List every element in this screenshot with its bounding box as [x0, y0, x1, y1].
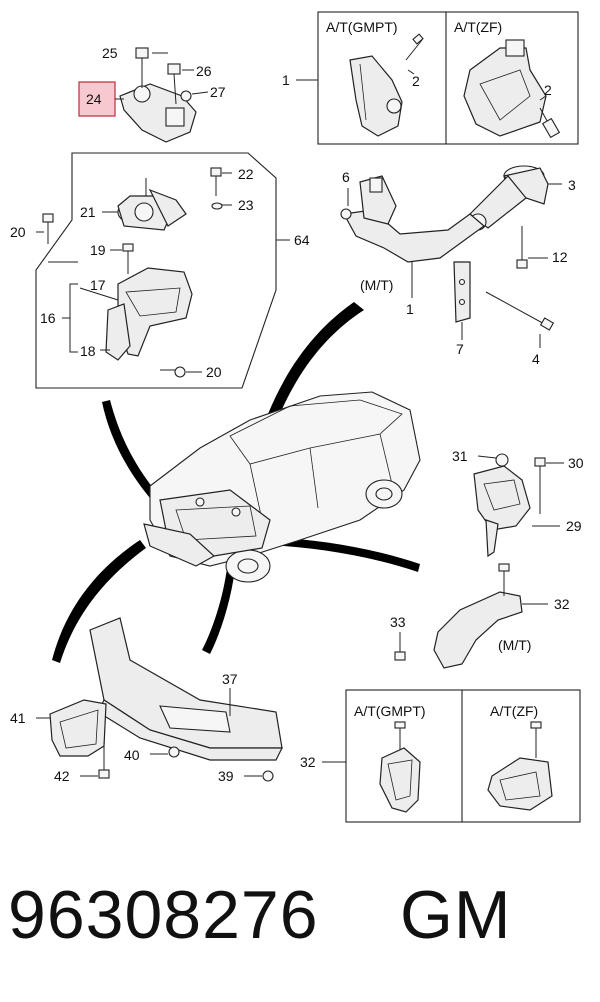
callout-30: 30	[568, 455, 584, 471]
callout-20-left: 20	[10, 224, 26, 240]
callout-7: 7	[456, 341, 464, 357]
callout-16: 16	[40, 310, 56, 326]
callout-32-mt: 32	[554, 596, 570, 612]
label-mt-lower: (M/T)	[498, 637, 531, 653]
part-number: 96308276	[8, 877, 319, 953]
callout-6: 6	[342, 169, 350, 185]
callout-1-top: 1	[282, 72, 290, 88]
mount-24-assembly	[78, 47, 209, 143]
callout-27: 27	[210, 84, 226, 100]
callout-41: 41	[10, 710, 26, 726]
callout-26: 26	[196, 63, 212, 79]
callout-39: 39	[218, 768, 234, 784]
callout-37: 37	[222, 671, 238, 687]
callout-2-gmpt: 2	[412, 73, 420, 89]
mount-29-32-assembly	[394, 453, 564, 669]
at-mount-variants-bottom: A/T(GMPT) A/T(ZF)	[322, 689, 581, 823]
callout-22: 22	[238, 166, 254, 182]
callout-31: 31	[452, 448, 468, 464]
variant-label-zf-bottom: A/T(ZF)	[490, 703, 538, 719]
callout-2-zf: 2	[544, 82, 552, 98]
callout-3: 3	[568, 177, 576, 193]
callout-24: 24	[86, 91, 102, 107]
callout-32-at: 32	[300, 754, 316, 770]
callout-25: 25	[102, 45, 118, 61]
callout-20-bottom: 20	[206, 364, 222, 380]
callout-17: 17	[90, 277, 106, 293]
callout-18: 18	[80, 343, 96, 359]
callout-12: 12	[552, 249, 568, 265]
callout-42: 42	[54, 768, 70, 784]
underbody-shields	[36, 617, 283, 782]
callout-21: 21	[80, 204, 96, 220]
mt-mount-upper	[340, 165, 562, 348]
callout-1-mt: 1	[406, 301, 414, 317]
callout-33: 33	[390, 614, 406, 630]
at-mount-variants-top: A/T(GMPT) A/T(ZF)	[296, 11, 579, 145]
callout-4: 4	[532, 351, 540, 367]
callout-29: 29	[566, 518, 582, 534]
brand-name: GM	[400, 877, 512, 953]
variant-label-zf-top: A/T(ZF)	[454, 19, 502, 35]
variant-label-gmpt-bottom: A/T(GMPT)	[354, 703, 426, 719]
highlight-box-24	[78, 81, 116, 117]
callout-40: 40	[124, 747, 140, 763]
car-illustration	[143, 391, 421, 583]
part-number-footer: 96308276 GM	[8, 876, 598, 966]
label-mt-upper: (M/T)	[360, 277, 393, 293]
callout-19: 19	[90, 242, 106, 258]
variant-label-gmpt-top: A/T(GMPT)	[326, 19, 398, 35]
callout-23: 23	[238, 197, 254, 213]
mount-group-64	[35, 152, 290, 389]
callout-64: 64	[294, 232, 310, 248]
